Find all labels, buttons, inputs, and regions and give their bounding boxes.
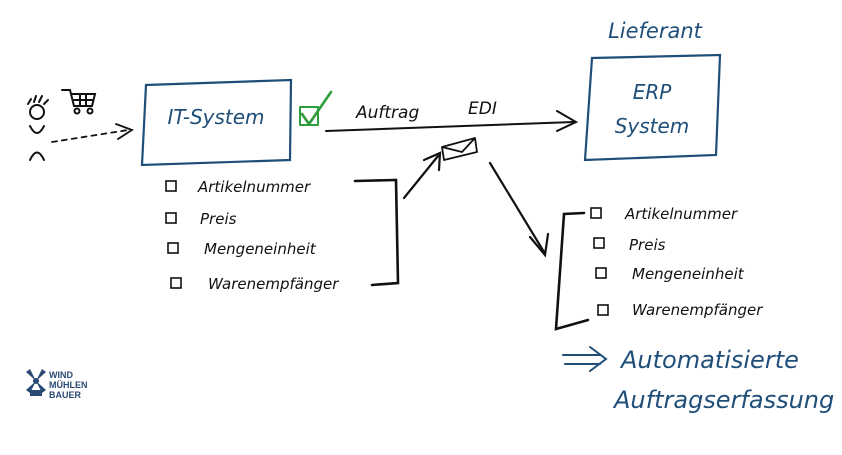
right-bracket bbox=[554, 211, 590, 331]
arrow-to-result bbox=[488, 161, 550, 258]
order-arrow bbox=[325, 110, 579, 132]
right-field-label: Mengeneinheit bbox=[632, 265, 745, 283]
left-field-list: Artikelnummer Preis Mengeneinheit Warene… bbox=[165, 178, 339, 293]
logo-line2: MÜHLEN bbox=[49, 380, 88, 390]
left-field-item: Warenempfänger bbox=[170, 275, 339, 293]
left-bracket bbox=[353, 178, 400, 287]
right-field-item: Warenempfänger bbox=[597, 301, 763, 319]
result-label-line1: Automatisierte bbox=[619, 346, 799, 374]
right-field-item: Preis bbox=[593, 236, 666, 254]
envelope-icon bbox=[441, 137, 478, 161]
result-label-line2: Auftragserfassung bbox=[612, 386, 834, 414]
edi-label: EDI bbox=[468, 99, 497, 119]
right-field-item: Artikelnummer bbox=[590, 205, 738, 223]
left-field-item: Mengeneinheit bbox=[167, 240, 317, 258]
erp-label-line1: ERP bbox=[633, 80, 673, 104]
it-system-box: IT-System bbox=[140, 78, 293, 167]
right-field-label: Artikelnummer bbox=[624, 205, 738, 223]
logo-line3: BAUER bbox=[49, 390, 82, 400]
right-field-item: Mengeneinheit bbox=[595, 265, 745, 283]
right-field-list: Artikelnummer Preis Mengeneinheit Warene… bbox=[590, 205, 763, 319]
windmuehlenbauer-logo: WIND MÜHLEN BAUER bbox=[26, 369, 88, 400]
left-field-label: Artikelnummer bbox=[197, 178, 311, 196]
left-field-item: Artikelnummer bbox=[165, 178, 311, 196]
left-field-label: Warenempfänger bbox=[208, 275, 339, 293]
double-arrow-icon bbox=[562, 346, 608, 372]
order-label: Auftrag bbox=[355, 103, 419, 123]
right-field-label: Preis bbox=[629, 236, 666, 254]
left-field-label: Mengeneinheit bbox=[204, 240, 317, 258]
shopping-cart-icon bbox=[61, 89, 97, 115]
right-field-label: Warenempfänger bbox=[632, 301, 763, 319]
it-system-label: IT-System bbox=[167, 105, 264, 129]
windmill-icon bbox=[26, 369, 46, 396]
left-field-label: Preis bbox=[200, 210, 237, 228]
logo-line1: WIND bbox=[49, 370, 73, 380]
supplier-label: Lieferant bbox=[608, 19, 703, 43]
checkmark-icon bbox=[299, 90, 333, 126]
dashed-arrow bbox=[51, 123, 134, 143]
arrow-to-envelope bbox=[402, 151, 442, 200]
erp-system-box: ERP System bbox=[583, 53, 722, 162]
erp-label-line2: System bbox=[615, 114, 690, 138]
person-icon bbox=[27, 95, 49, 161]
left-field-item: Preis bbox=[165, 210, 237, 228]
